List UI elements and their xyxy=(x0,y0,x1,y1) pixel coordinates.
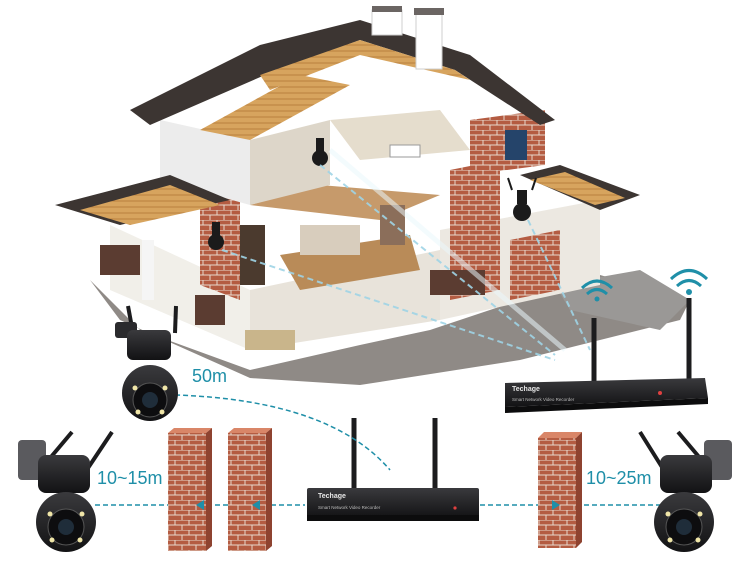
upper-mid-wall xyxy=(250,120,330,205)
shelf xyxy=(389,144,421,158)
chimney-left-cap xyxy=(372,6,402,12)
nvr-brand-top: Techage xyxy=(512,386,540,393)
main-roof xyxy=(130,20,555,125)
chimney-left xyxy=(371,9,403,36)
house-illustration xyxy=(55,6,690,385)
wifi-icon xyxy=(669,269,709,295)
attic-room xyxy=(330,110,470,160)
camera-icon xyxy=(312,138,328,166)
porch-beams xyxy=(80,185,220,225)
distance-label-outdoor: 50m xyxy=(192,366,228,386)
sandbox xyxy=(245,330,295,350)
chimney-right xyxy=(415,13,443,70)
camera-icon xyxy=(18,430,114,552)
ground-floor xyxy=(280,235,420,290)
kitchen xyxy=(300,225,360,255)
camera-icon xyxy=(507,177,537,221)
chimney-right-cap xyxy=(414,8,444,15)
door xyxy=(240,225,265,285)
garage-beams xyxy=(530,172,625,205)
arrow-right xyxy=(552,500,560,510)
front-wall xyxy=(250,250,440,350)
nvr-subtitle-top: Smart Network Video Recorder xyxy=(512,397,575,402)
brick-wall-icon xyxy=(538,432,582,548)
window xyxy=(505,130,527,160)
roof-beams xyxy=(200,75,350,140)
brick-wall-icon xyxy=(168,428,212,551)
distance-label-left: 10~15m xyxy=(97,468,163,488)
nvr-icon xyxy=(307,418,479,521)
arrow-left-1 xyxy=(196,500,204,510)
wifi-icon xyxy=(580,279,614,302)
house-foundation xyxy=(90,275,690,385)
camera-icon xyxy=(208,222,224,250)
front-railing xyxy=(195,295,225,325)
porch-railing xyxy=(100,245,140,275)
porch-pillar xyxy=(142,240,154,300)
nvr-icon xyxy=(505,298,708,413)
arrow-left-2 xyxy=(252,500,260,510)
distance-label-right: 10~25m xyxy=(586,468,652,488)
nvr-subtitle-bottom: Smart Network Video Recorder xyxy=(318,505,381,510)
camera-icon xyxy=(638,430,732,552)
link-outdoor xyxy=(174,394,391,471)
signal-beams xyxy=(221,148,591,361)
camera-icon xyxy=(115,305,178,421)
brick-wall-icon xyxy=(228,428,272,551)
nvr-brand-bottom: Techage xyxy=(318,493,346,500)
brick-base-right xyxy=(510,230,560,300)
